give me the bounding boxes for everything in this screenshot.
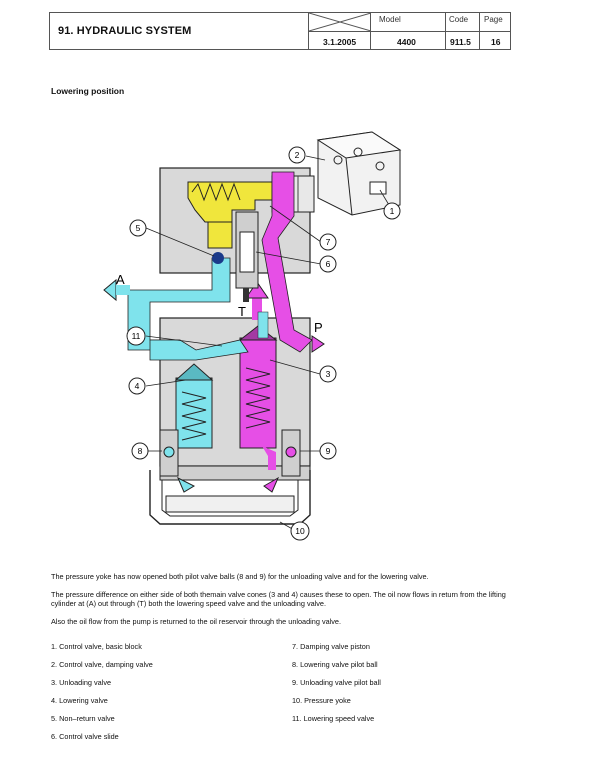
paragraph-2: The pressure difference on either side o… xyxy=(51,590,506,608)
callout-4: 4 xyxy=(135,381,140,391)
callout-10: 10 xyxy=(295,526,305,536)
model-label: Model xyxy=(379,15,401,24)
legend-item: 4. Lowering valve xyxy=(51,696,108,705)
legend-item: 7. Damping valve piston xyxy=(292,642,370,651)
legend-item: 11. Lowering speed valve xyxy=(292,714,375,723)
pressure-yoke xyxy=(149,470,311,525)
valve-slide xyxy=(235,211,259,302)
callout-5: 5 xyxy=(136,223,141,233)
legend-item: 5. Non–return valve xyxy=(51,714,115,723)
paragraph-1: The pressure yoke has now opened both pi… xyxy=(51,572,429,581)
header-date: 3.1.2005 xyxy=(323,37,357,47)
page-value: 16 xyxy=(491,37,501,47)
legend-right: 7. Damping valve piston 8. Lowering valv… xyxy=(292,638,381,728)
model-value: 4400 xyxy=(397,37,416,47)
legend-item: 1. Control valve, basic block xyxy=(51,642,142,651)
callout-1: 1 xyxy=(390,206,395,216)
cross-mark-icon xyxy=(308,12,372,32)
section-title: 91. HYDRAULIC SYSTEM xyxy=(58,25,192,37)
page-label: Page xyxy=(484,15,503,24)
callout-leaders xyxy=(145,155,393,532)
legend-item: 2. Control valve, damping valve xyxy=(51,660,153,669)
pilot-chamber xyxy=(187,181,273,249)
port-t-label: T xyxy=(238,304,246,319)
callouts xyxy=(126,146,401,541)
pilot-valves xyxy=(159,429,301,477)
callout-labels: 1 2 3 4 5 6 7 8 9 10 11 xyxy=(132,150,395,536)
hydraulic-diagram: A T P 1 2 3 4 5 6 7 8 9 xyxy=(103,131,402,541)
code-label: Code xyxy=(449,15,469,24)
legend-left: 1. Control valve, basic block 2. Control… xyxy=(51,638,153,746)
callout-11: 11 xyxy=(132,331,141,341)
legend-item: 6. Control valve slide xyxy=(51,732,119,741)
header-divider xyxy=(308,31,511,32)
callout-8: 8 xyxy=(138,446,143,456)
damping-valve-block xyxy=(316,131,402,216)
port-p-label: P xyxy=(314,320,323,335)
callout-6: 6 xyxy=(326,259,331,269)
paragraph-3: Also the oil flow from the pump is retur… xyxy=(51,617,342,626)
page-subtitle: Lowering position xyxy=(51,86,125,96)
callout-3: 3 xyxy=(326,369,331,379)
callout-9: 9 xyxy=(326,446,331,456)
callout-7: 7 xyxy=(326,237,331,247)
code-value: 911.5 xyxy=(450,37,471,47)
legend-item: 3. Unloading valve xyxy=(51,678,112,687)
legend-item: 8. Lowering valve pilot ball xyxy=(292,660,378,669)
page-header: 91. HYDRAULIC SYSTEM 3.1.2005 Model 4400… xyxy=(49,12,511,50)
legend-item: 10. Pressure yoke xyxy=(292,696,351,705)
port-a-label: A xyxy=(116,272,125,287)
callout-2: 2 xyxy=(295,150,300,160)
legend-item: 9. Unloading valve pilot ball xyxy=(292,678,381,687)
